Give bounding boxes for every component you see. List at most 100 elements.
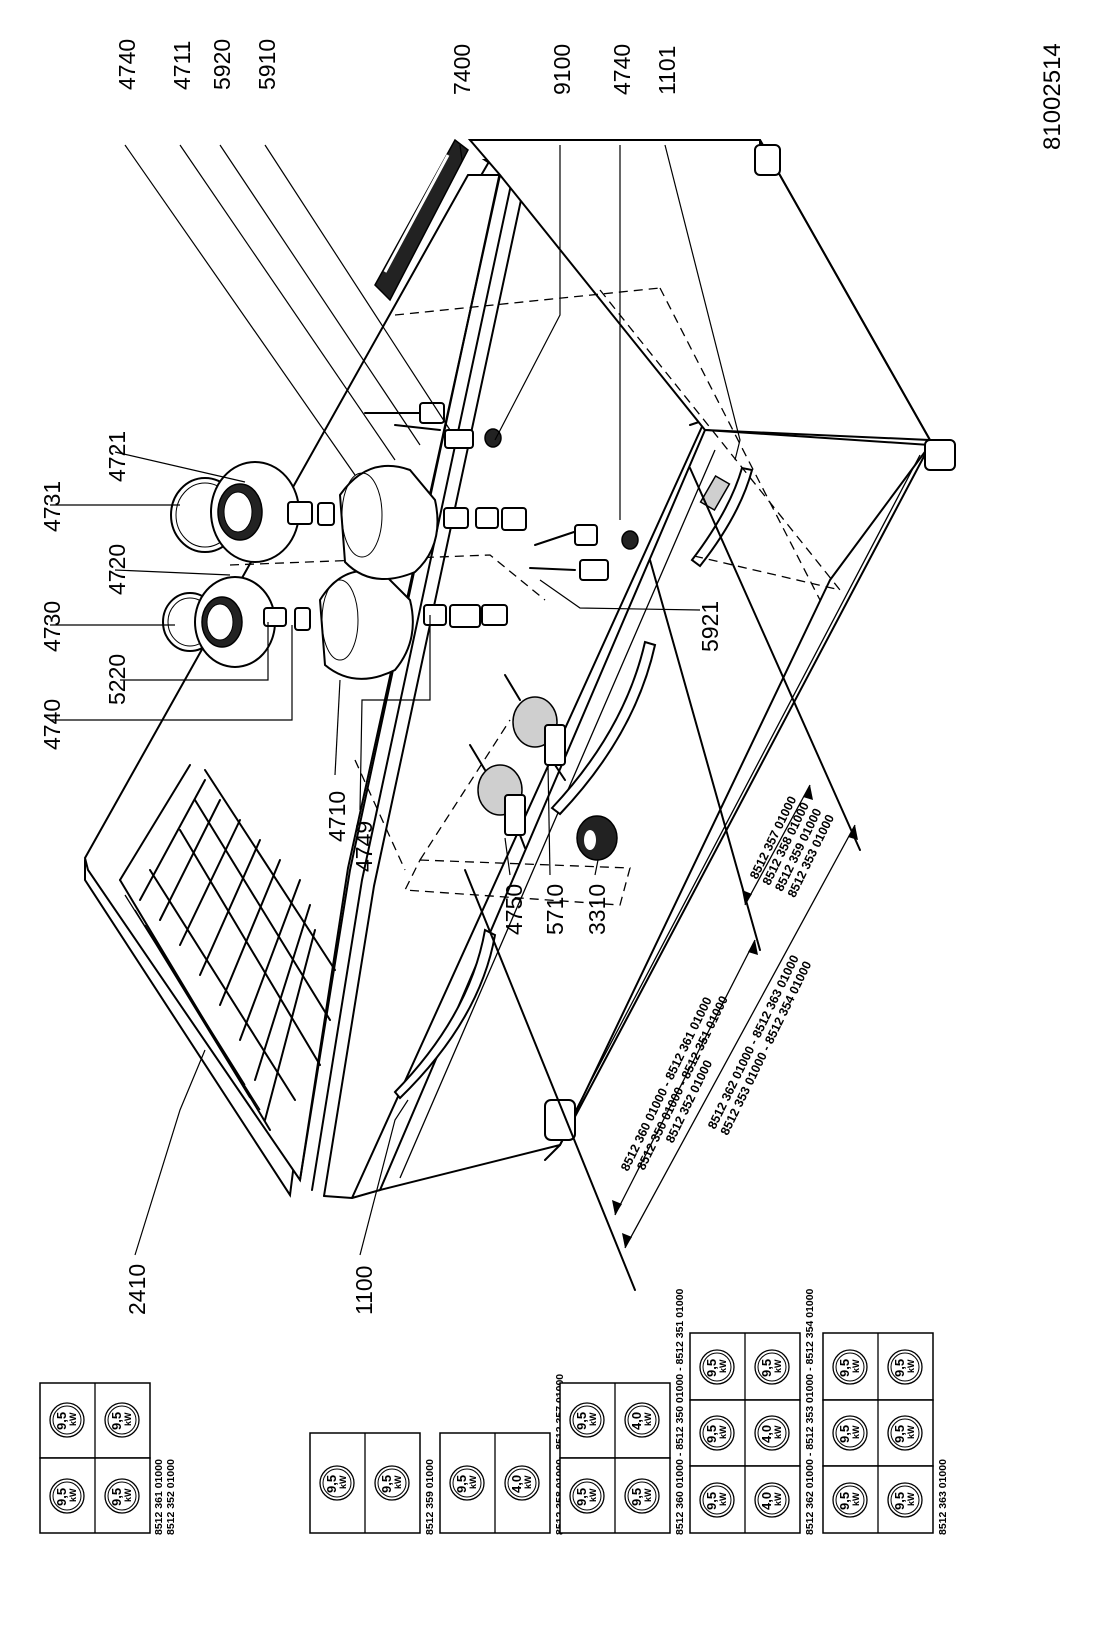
svg-text:4,0: 4,0 [759,1425,774,1443]
svg-text:9,5: 9,5 [54,1488,69,1506]
svg-text:9,5: 9,5 [454,1475,469,1493]
svg-text:kW: kW [468,1475,478,1489]
svg-text:kW: kW [523,1475,533,1489]
svg-text:9,5: 9,5 [379,1475,394,1493]
svg-text:kW: kW [643,1488,653,1502]
burner-circle: 9,5 kW [887,1415,923,1451]
burner-circle: 9,5 kW [887,1349,923,1385]
config-model-label: 8512 361 01000 [153,1459,165,1535]
burner-circle: 9,5 kW [887,1482,923,1518]
burner-circle: 9,5 kW [754,1349,790,1385]
burner-circle: 9,5 kW [699,1482,735,1518]
callout-labels: 4740 4711 5920 5910 7400 9100 4740 1101 … [39,39,723,1315]
callout-7400: 7400 [449,44,475,95]
svg-text:kW: kW [718,1492,728,1506]
control-knob[interactable] [576,815,618,861]
burner-assembly-left [162,569,508,680]
dim-long-upper-2: 8512 350 01000 - 8512 351 01000 [634,994,731,1173]
config-model-label: 8512 362 01000 - 8512 353 01000 - 8512 3… [804,1288,816,1535]
svg-text:9,5: 9,5 [324,1475,339,1493]
svg-text:9,5: 9,5 [837,1492,852,1510]
callout-3310: 3310 [584,884,610,935]
leader-lines [50,144,741,1256]
svg-text:9,5: 9,5 [574,1412,589,1430]
burner-body-4710[interactable] [318,569,414,680]
svg-text:4,0: 4,0 [629,1412,644,1430]
svg-text:kW: kW [338,1475,348,1489]
gas-valve-5710[interactable] [504,674,566,781]
svg-text:kW: kW [123,1488,133,1502]
callout-4730: 4730 [39,601,65,652]
control-strip-7400[interactable] [374,138,469,302]
cabinet-lower [544,444,931,1161]
injector-5220[interactable] [263,607,287,627]
callout-4750: 4750 [501,884,527,935]
hidden-lines [229,287,842,906]
config-table: 9,5 kW 9,5 kW 9,5 kW 4,0 kW 9,5 kW [689,1288,816,1535]
callout-4720: 4720 [104,544,130,595]
svg-text:9,5: 9,5 [54,1412,69,1430]
burner-circle: 9,5 kW [699,1349,735,1385]
burner-circle: 9,5 kW [374,1465,410,1501]
front-door [378,428,932,1192]
svg-text:kW: kW [906,1359,916,1373]
svg-text:9,5: 9,5 [892,1425,907,1443]
svg-text:kW: kW [123,1412,133,1426]
document-number: 81002514 [1039,43,1066,150]
injector-4740-upper[interactable] [287,501,313,525]
callout-1100: 1100 [351,1266,377,1315]
dimension-lines [464,467,861,1291]
handle-1100[interactable] [393,928,497,1100]
svg-text:9,5: 9,5 [892,1492,907,1510]
svg-text:9,5: 9,5 [704,1359,719,1377]
callout-5920: 5920 [209,39,235,90]
svg-text:kW: kW [773,1425,783,1439]
dim-long-lower-1: 8512 362 01000 - 8512 363 01000 [705,953,802,1132]
svg-text:9,5: 9,5 [837,1359,852,1377]
burner-circle: 9,5 kW [624,1478,660,1514]
svg-text:9,5: 9,5 [704,1492,719,1510]
svg-text:9,5: 9,5 [759,1359,774,1377]
burner-circle: 4,0 kW [504,1465,540,1501]
burner-circle: 9,5 kW [49,1478,85,1514]
config-table: 9,5 kW 4,0 kW 9,5 kW 9,5 kW 8512 360 010… [559,1288,686,1535]
callout-4749: 4749 [351,821,377,872]
callout-4711: 4711 [169,41,195,90]
burner-body-4711[interactable] [338,464,439,580]
callout-5710: 5710 [542,884,568,935]
svg-text:9,5: 9,5 [109,1412,124,1430]
svg-text:kW: kW [773,1492,783,1506]
svg-text:9,5: 9,5 [704,1425,719,1443]
callout-9100: 9100 [549,44,575,95]
burner-circle: 9,5 kW [319,1465,355,1501]
svg-text:4,0: 4,0 [759,1492,774,1510]
callout-4740-top-right: 4740 [609,44,635,95]
config-model-label: 8512 352 01000 [165,1459,177,1535]
callout-4710: 4710 [324,791,350,842]
gas-valve-4750[interactable] [469,744,526,849]
config-model-label: 8512 359 01000 [424,1459,436,1535]
svg-text:9,5: 9,5 [109,1488,124,1506]
burner-circle: 9,5 kW [569,1402,605,1438]
burner-circle: 4,0 kW [624,1402,660,1438]
burner-circle: 9,5 kW [569,1478,605,1514]
svg-text:9,5: 9,5 [574,1488,589,1506]
svg-text:kW: kW [906,1492,916,1506]
svg-text:kW: kW [588,1412,598,1426]
svg-text:kW: kW [68,1412,78,1426]
svg-text:kW: kW [851,1359,861,1373]
svg-text:kW: kW [773,1359,783,1373]
svg-text:kW: kW [68,1488,78,1502]
config-model-label: 8512 360 01000 - 8512 350 01000 - 8512 3… [674,1288,686,1535]
worktop-front-edge [299,171,525,1197]
pan-grate[interactable] [119,764,336,1131]
svg-text:4,0: 4,0 [509,1475,524,1493]
burner-circle: 9,5 kW [832,1415,868,1451]
thermocouple-5921[interactable] [529,524,639,581]
svg-text:9,5: 9,5 [892,1359,907,1377]
handle-middle[interactable] [550,640,657,816]
config-model-label: 8512 363 01000 [937,1459,949,1535]
burner-circle: 9,5 kW [832,1349,868,1385]
burner-circle: 9,5 kW [49,1402,85,1438]
config-table: 9,5 kW 9,5 kW 9,5 kW 9,5 kW 9,5 kW [822,1332,949,1535]
